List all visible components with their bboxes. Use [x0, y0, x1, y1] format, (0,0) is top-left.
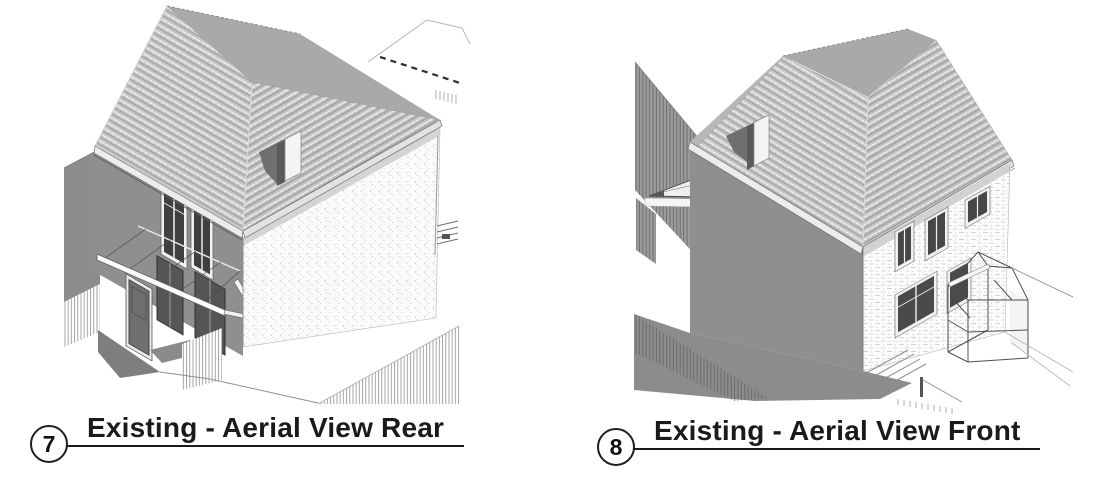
eaves-fascia-right	[242, 119, 443, 239]
upper-window-right	[190, 204, 214, 281]
ground-window-left	[156, 255, 184, 336]
hip-roof	[93, 5, 443, 241]
garden-boundary-line	[159, 371, 319, 404]
first-floor-window-3	[964, 185, 991, 229]
boundary-fence-right	[317, 325, 460, 405]
first-floor-window-1	[894, 220, 915, 273]
porch-frame	[947, 251, 1074, 363]
chimney	[726, 114, 770, 170]
ground-floor-window-1	[894, 270, 938, 339]
boundary-fence-upper	[634, 61, 701, 260]
front-fence-strip	[634, 314, 768, 401]
first-floor-window-2	[924, 206, 949, 262]
garden-boundary-lines	[1004, 331, 1074, 387]
downpipe	[434, 135, 439, 256]
figure-number: 8	[609, 433, 623, 460]
caption-underline	[66, 445, 464, 447]
eaves-fascia-left	[687, 141, 864, 255]
gate-post	[920, 377, 923, 397]
neighbour-building-outline	[367, 19, 471, 104]
garden-fence-centre	[182, 328, 222, 390]
figure-number: 7	[42, 430, 56, 457]
eaves-fascia-left	[93, 145, 244, 239]
path-edge-ticks	[897, 399, 953, 414]
aerial-view-front-drawing	[634, 28, 1074, 414]
figure-number-marker: 8	[597, 428, 635, 466]
aerial-view-rear-drawing	[63, 5, 471, 405]
figure-title: Existing - Aerial View Front	[654, 415, 1021, 446]
chimney	[259, 130, 302, 186]
rear-door	[125, 273, 153, 362]
conservatory-ridge-beam	[96, 253, 226, 317]
side-canopy	[644, 175, 703, 208]
wall-vent	[436, 220, 459, 245]
entrance-steps	[860, 349, 963, 403]
caption-underline	[633, 448, 1040, 450]
boundary-fence-mid	[636, 198, 656, 264]
figure-title: Existing - Aerial View Rear	[87, 412, 445, 443]
boundary-fence-left	[63, 148, 101, 347]
figure-number-marker: 7	[30, 425, 68, 463]
roof-back-slope	[167, 6, 440, 120]
facade-windows	[894, 185, 991, 339]
roof-back-slope	[783, 29, 936, 97]
